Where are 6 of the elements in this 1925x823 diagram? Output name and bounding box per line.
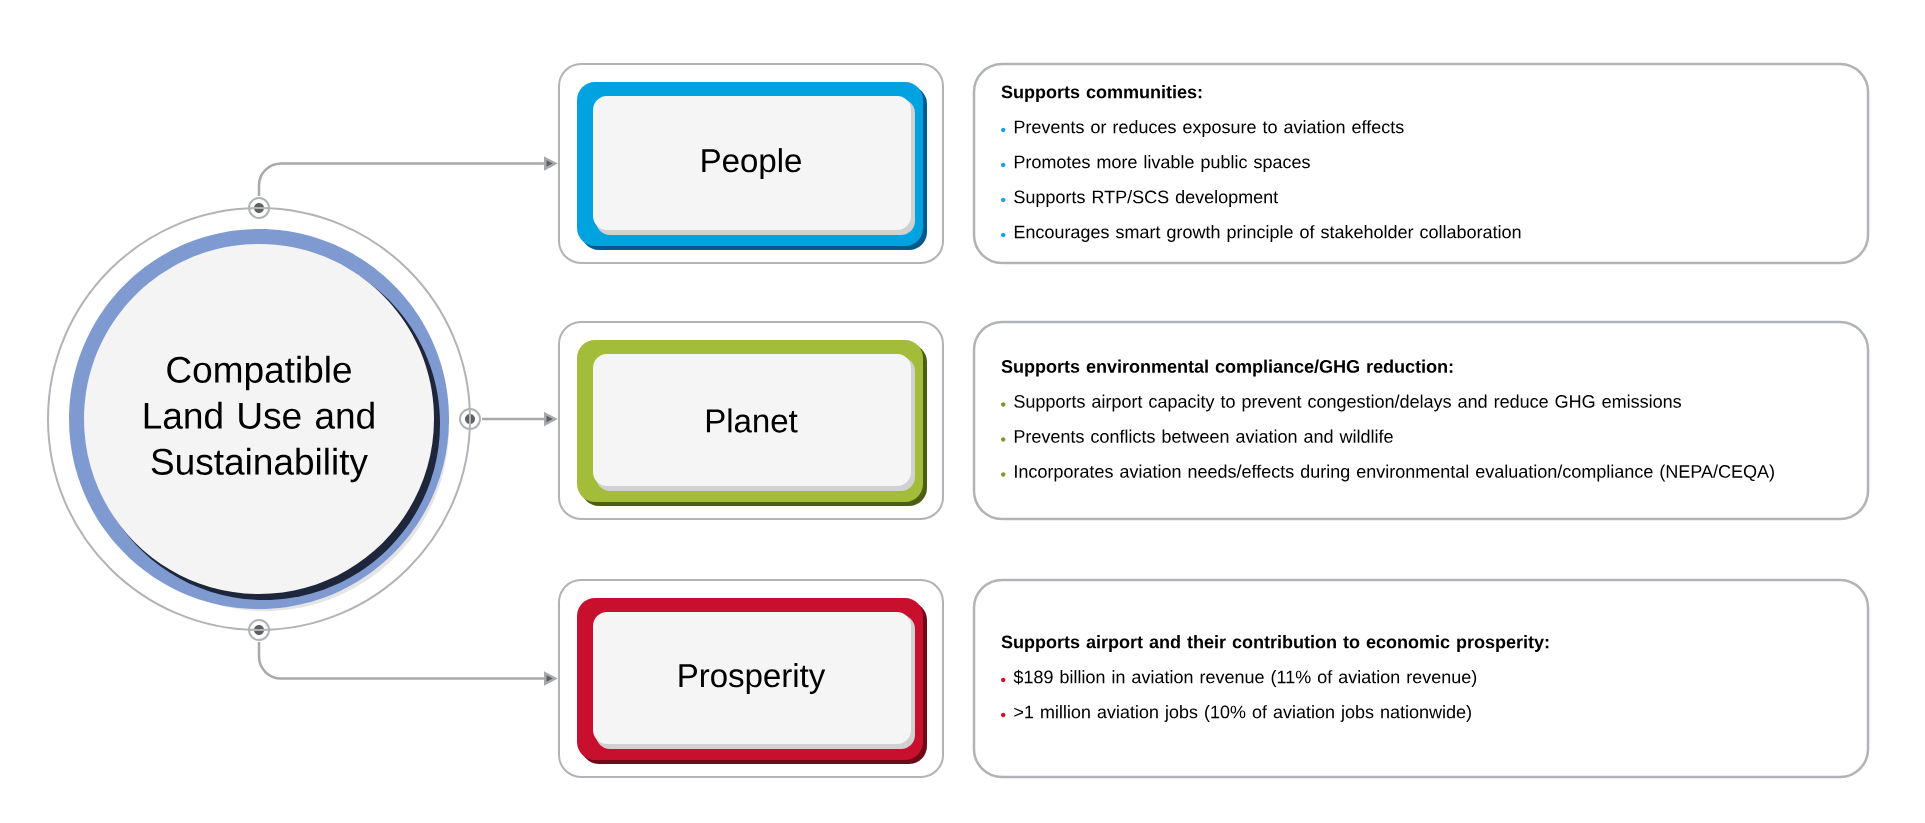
category-box: Prosperity [558,579,944,778]
description-box: Supports communities: Prevents or reduces exposure to aviation effects Promotes more livable public spaces Supports RTP/SCS development Encourages smart growth principle of stakeholder collaboration [972,62,1870,265]
category-box: People [558,63,944,264]
description-box: Supports airport and their contribution to economic prosperity: $189 billion in aviation revenue (11% of aviation revenue) >1 million aviation jobs (10% of aviation jobs nationwide) [972,578,1870,779]
description-box: Supports environmental compliance/GHG reduction: Supports airport capacity to prevent congestion/delays and reduce GHG emissions Prevents conflicts between aviation and wildlife Incorporates aviation needs/effects during environmental evaluation/compliance (NEPA/CEQA) [972,320,1870,521]
category-box: Planet [558,321,944,520]
